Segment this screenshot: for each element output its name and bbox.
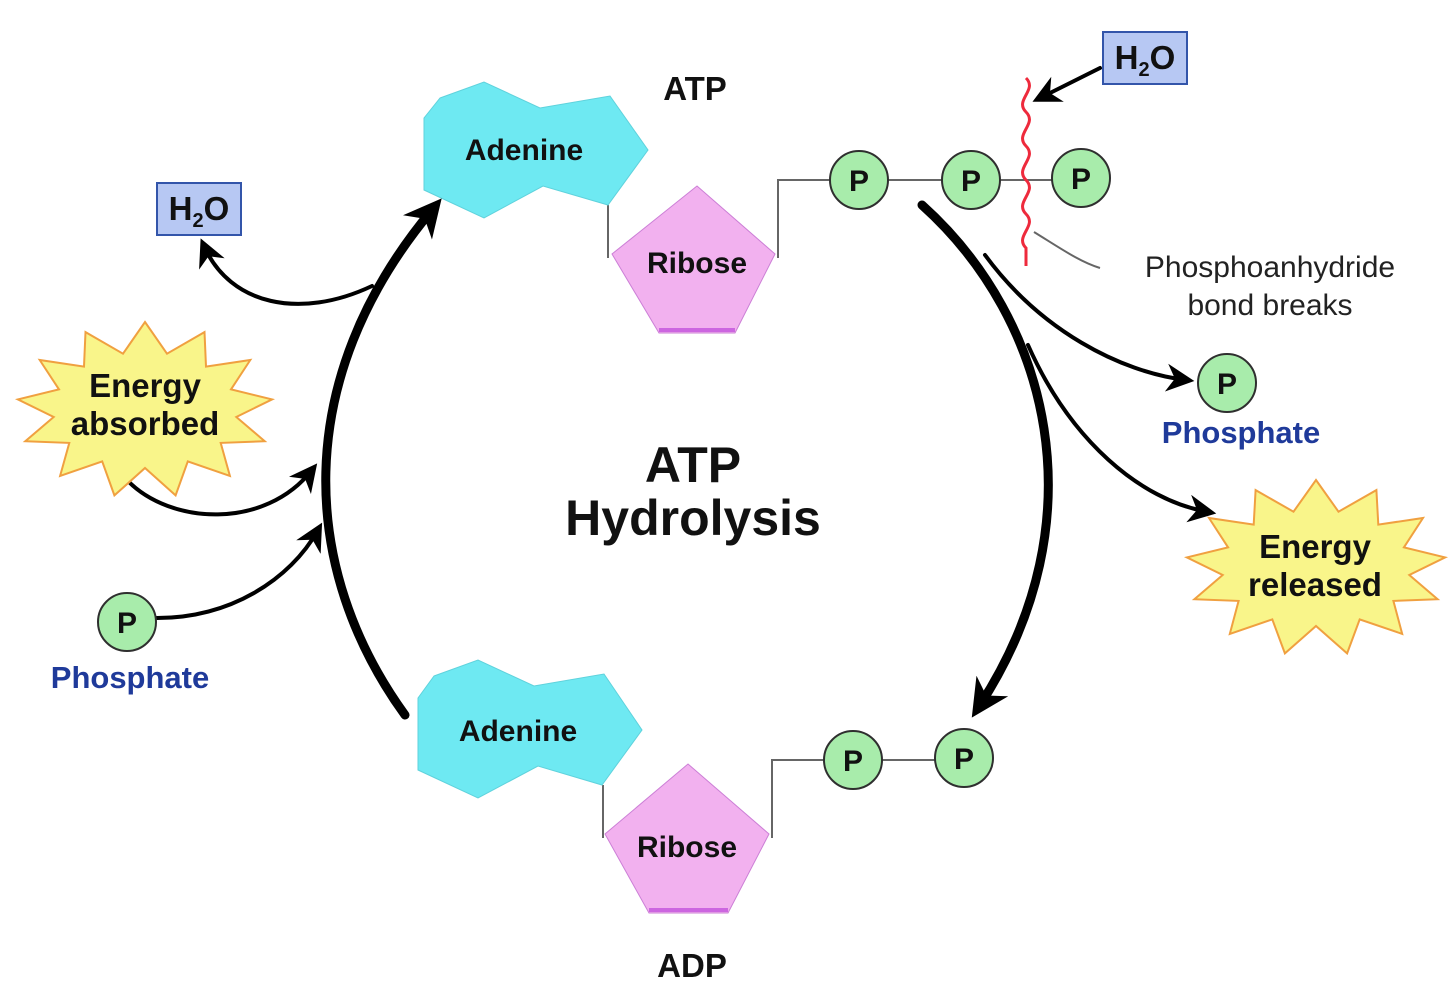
adp-label: ADP xyxy=(657,947,727,984)
phosphate-left-symbol: P xyxy=(117,607,137,640)
water-release-arrow xyxy=(199,238,374,306)
bond-note: Phosphoanhydride bond breaks xyxy=(1145,251,1395,322)
adp-phosphate-1-label: P xyxy=(843,745,863,778)
synthesis-arrow xyxy=(321,198,442,720)
energy-absorb-arrow xyxy=(125,463,318,517)
phosphate-right-symbol: P xyxy=(1217,368,1237,401)
bond-break-squiggle xyxy=(1021,76,1031,266)
adp-phosphate-2-label: P xyxy=(954,743,974,776)
water-right-o: O xyxy=(1150,39,1176,76)
atp-ribose-label: Ribose xyxy=(647,247,747,280)
phosphate-right: P Phosphate xyxy=(1162,353,1320,450)
phosphate-absorb-arrow xyxy=(155,522,323,620)
energy-released-shape xyxy=(1183,478,1449,656)
bond-note-line2: bond breaks xyxy=(1187,289,1352,322)
svg-text:H2O: H2O xyxy=(1115,39,1176,81)
energy-released-star: Energy released xyxy=(1183,478,1449,656)
atp-label: ATP xyxy=(663,70,727,107)
adp-adenine-label: Adenine xyxy=(459,715,577,748)
atp-ribose: Ribose xyxy=(611,185,776,334)
energy-released-line1: Energy xyxy=(1259,528,1372,565)
water-left-sub: 2 xyxy=(193,210,204,232)
bond-note-line1: Phosphoanhydride xyxy=(1145,251,1395,284)
atp-phosphate-3-label: P xyxy=(1071,163,1091,196)
atp-molecule: ATP Adenine Ribose P P P xyxy=(423,70,1111,334)
energy-released-line2: released xyxy=(1248,566,1382,603)
adp-phosphate-1: P xyxy=(823,730,883,790)
adp-ribose: Ribose xyxy=(604,763,770,914)
hydrolysis-arrow xyxy=(917,200,1053,718)
energy-absorbed-star: Energy absorbed xyxy=(14,320,276,498)
atp-phosphate-1-label: P xyxy=(849,165,869,198)
water-right-arrow xyxy=(1032,66,1102,102)
energy-absorbed-shape xyxy=(14,320,276,498)
atp-phosphate-3: P xyxy=(1051,148,1111,208)
water-left-o: O xyxy=(204,190,230,227)
water-left-h: H xyxy=(169,190,193,227)
water-right: H2O xyxy=(1102,31,1188,85)
adp-adenine: Adenine xyxy=(417,659,643,799)
phosphate-right-label: Phosphate xyxy=(1162,415,1320,450)
water-left: H2O xyxy=(156,182,242,236)
title-line2: Hydrolysis xyxy=(565,490,821,546)
energy-absorbed-line1: Energy xyxy=(89,367,202,404)
adp-ribose-label: Ribose xyxy=(637,831,737,864)
ribose-phosphate-bond xyxy=(777,179,830,258)
phosphate-left: P Phosphate xyxy=(51,592,209,695)
adp-phosphate-2: P xyxy=(934,728,994,788)
atp-adenine-label: Adenine xyxy=(465,134,583,167)
energy-release-arrow xyxy=(1026,343,1217,523)
water-right-sub: 2 xyxy=(1139,59,1150,81)
bond-note-leader xyxy=(1033,231,1101,269)
svg-text:H2O: H2O xyxy=(169,190,230,232)
phosphate-release-arrow xyxy=(983,253,1195,392)
energy-absorbed-line2: absorbed xyxy=(71,405,220,442)
adp-ribose-phosphate-bond xyxy=(771,759,824,838)
atp-adenine: Adenine xyxy=(423,81,649,219)
atp-phosphate-2-label: P xyxy=(961,165,981,198)
title-line1: ATP xyxy=(645,437,741,493)
diagram-title: ATP Hydrolysis xyxy=(565,437,821,546)
phosphate-left-label: Phosphate xyxy=(51,660,209,695)
adp-molecule: Adenine Ribose P P ADP xyxy=(417,659,994,984)
water-right-h: H xyxy=(1115,39,1139,76)
atp-phosphate-2: P xyxy=(941,150,1001,210)
atp-phosphate-1: P xyxy=(829,150,889,210)
